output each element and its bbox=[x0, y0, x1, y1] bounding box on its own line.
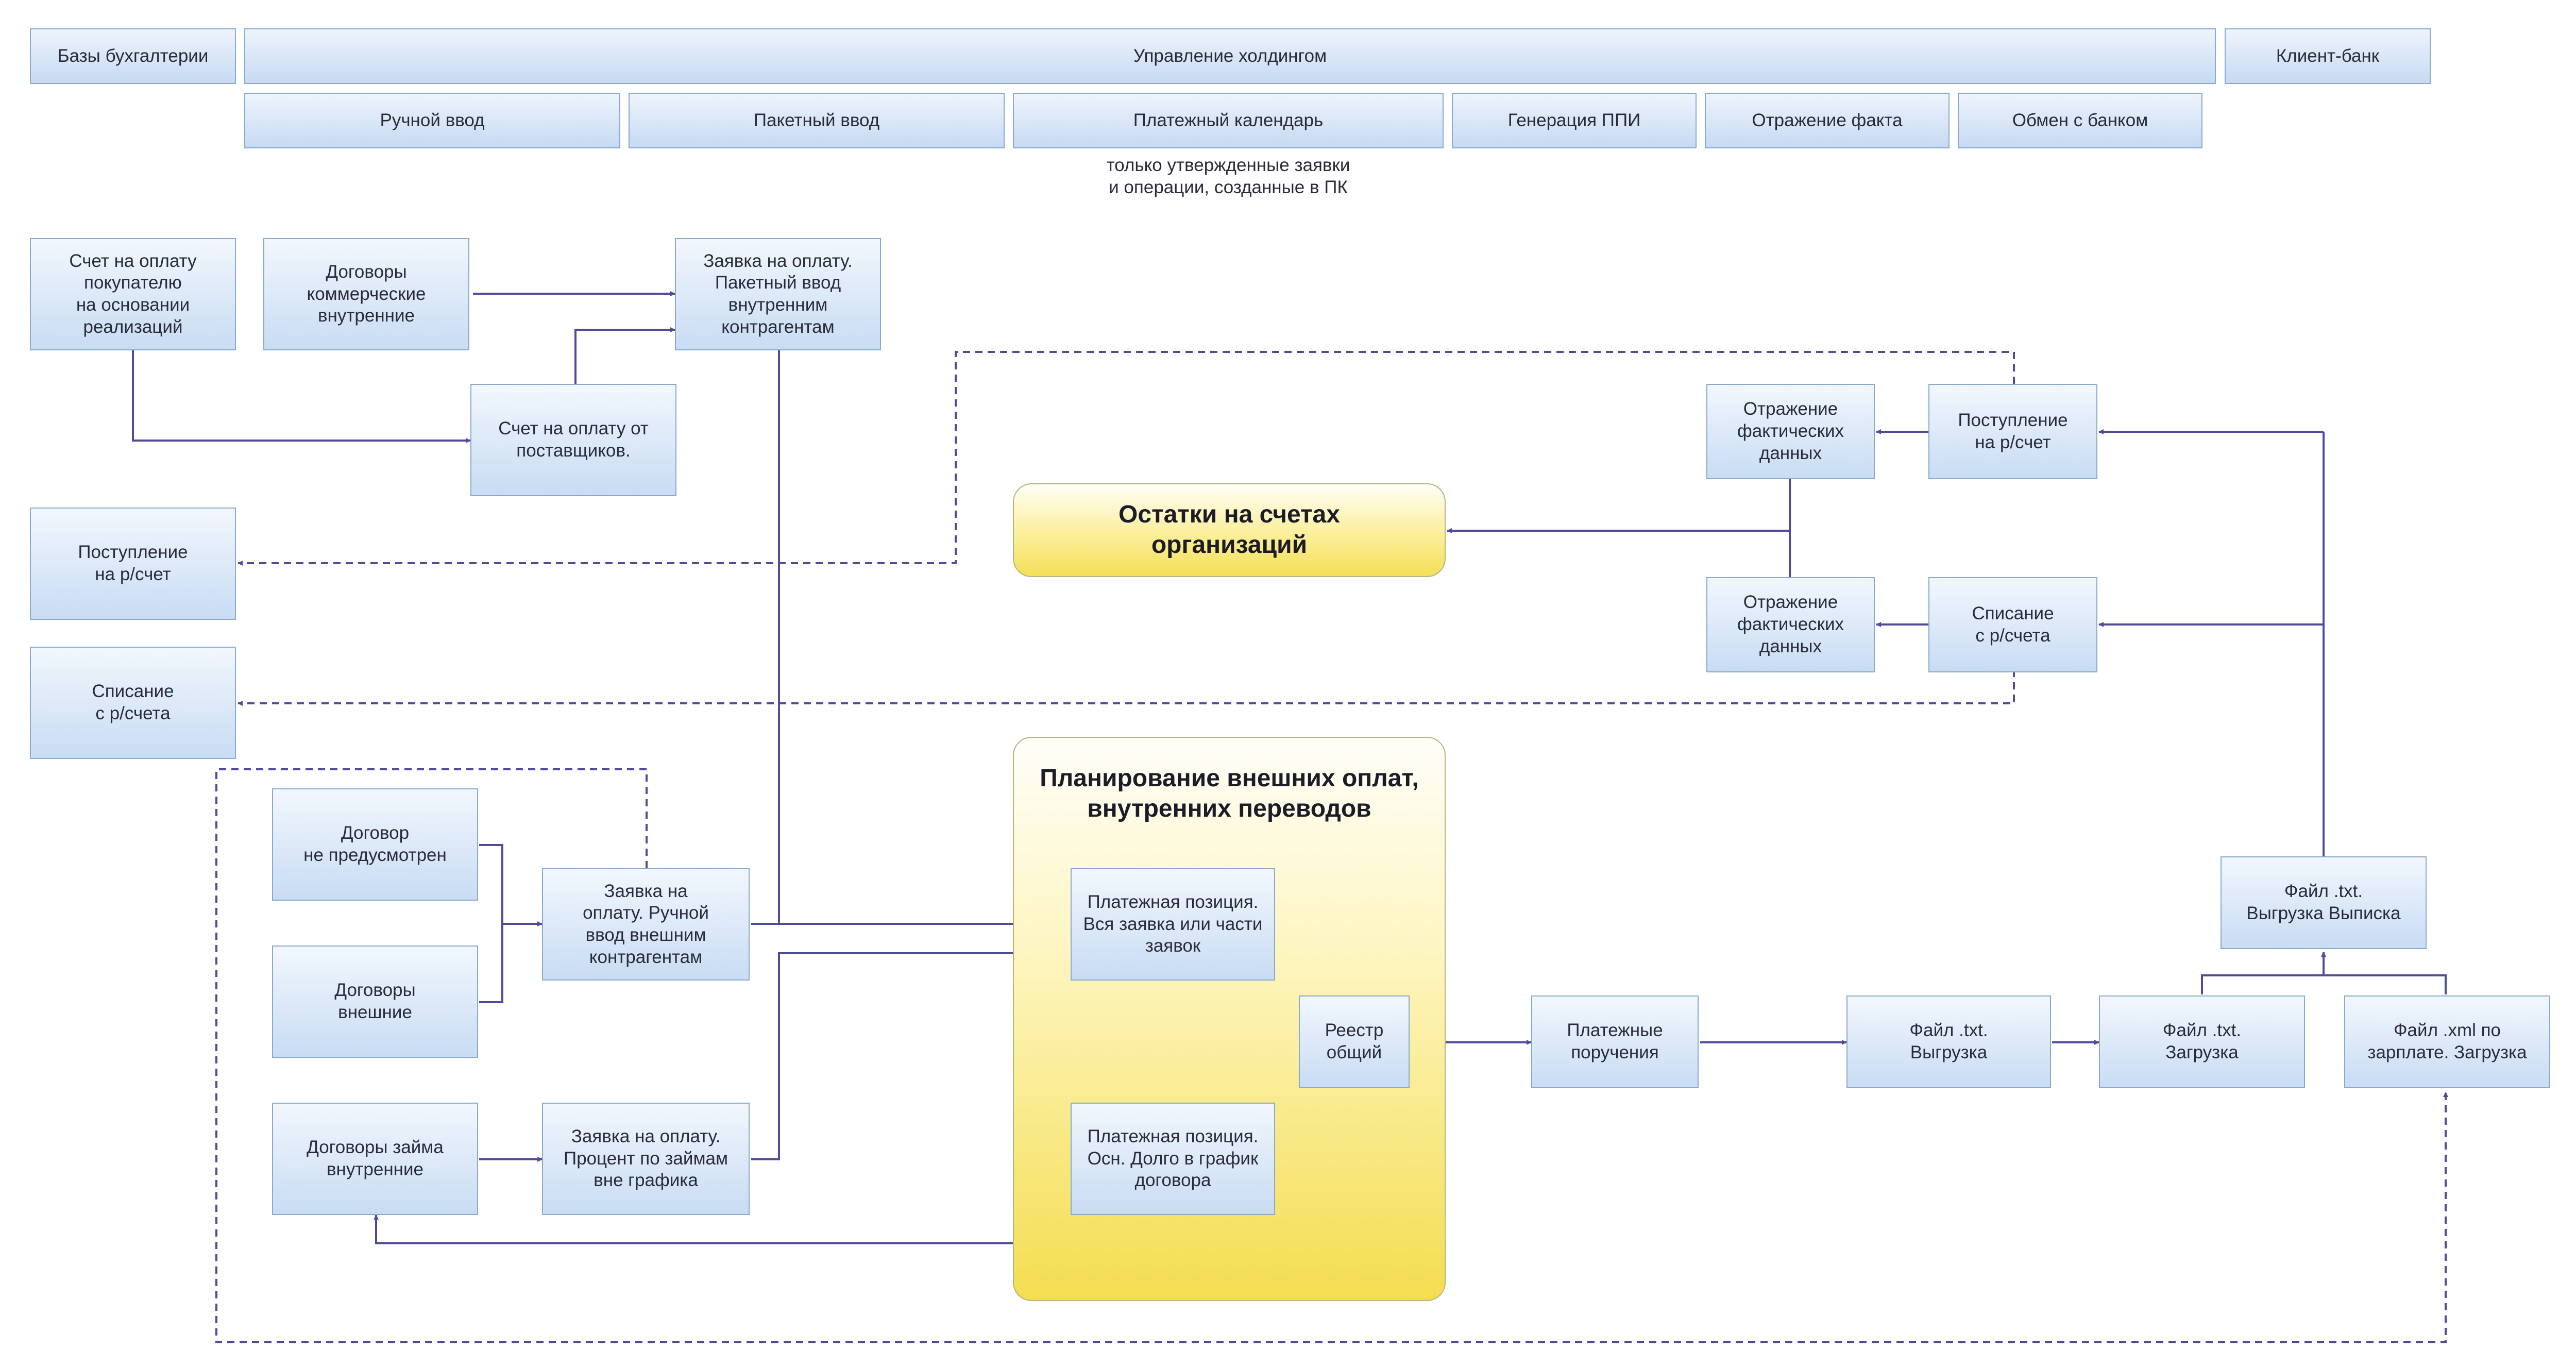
connector-supplier-invoice-to-batch-request bbox=[574, 327, 675, 384]
payment-position-loan-box[interactable]: Платежная позиция. Осн. Долго в график д… bbox=[1071, 1103, 1275, 1215]
receipt-account-left-box[interactable]: Поступление на р/счет bbox=[30, 508, 236, 620]
xml-salary-load-box[interactable]: Файл .xml по зарплате. Загрузка bbox=[2344, 995, 2550, 1088]
planning-title: Планирование внешних оплат, внутренних п… bbox=[1040, 765, 1419, 822]
receipt-account-right-box[interactable]: Поступление на р/счет bbox=[1928, 384, 2097, 479]
registry-general-box[interactable]: Реестр общий bbox=[1299, 995, 1410, 1088]
writeoff-account-left-box[interactable]: Списание с р/счета bbox=[30, 647, 236, 759]
txt-upload-box[interactable]: Файл .txt. Выгрузка bbox=[1846, 995, 2051, 1088]
payment-position-full-box[interactable]: Платежная позиция. Вся заявка или части … bbox=[1071, 868, 1275, 981]
txt-statement-box[interactable]: Файл .txt. Выгрузка Выписка bbox=[2221, 856, 2427, 949]
connector-external-contracts-to-manual-request bbox=[479, 924, 503, 1003]
dashed-receipt-right-to-receipt-left bbox=[238, 351, 2015, 566]
internal-commercial-contracts-box[interactable]: Договоры коммерческие внутренние bbox=[263, 238, 469, 350]
manual-request-external-box[interactable]: Заявка на оплату. Ручной ввод внешним ко… bbox=[542, 868, 750, 981]
invoice-to-buyer-box[interactable]: Счет на оплату покупателю на основании р… bbox=[30, 238, 236, 350]
connector-interest-request-to-payment-position bbox=[751, 951, 1071, 1160]
tab-bank-exchange[interactable]: Обмен с банком bbox=[1958, 93, 2202, 148]
approved-requests-note: только утвержденные заявки и операции, с… bbox=[1106, 155, 1350, 197]
connector-txt-load-to-statement bbox=[2201, 974, 2447, 994]
dashed-writeoff-right-to-writeoff-left bbox=[238, 670, 2015, 706]
payment-orders-box[interactable]: Платежные поручения bbox=[1531, 995, 1699, 1088]
loan-interest-request-box[interactable]: Заявка на оплату. Процент по займам вне … bbox=[542, 1103, 750, 1215]
tab-fact-reflection[interactable]: Отражение факта bbox=[1705, 93, 1950, 148]
batch-request-internal-box[interactable]: Заявка на оплату. Пакетный ввод внутренн… bbox=[675, 238, 881, 350]
no-contract-box[interactable]: Договор не предусмотрен bbox=[272, 788, 478, 901]
tab-manual-input[interactable]: Ручной ввод bbox=[244, 93, 620, 148]
supplier-invoice-box[interactable]: Счет на оплату от поставщиков. bbox=[470, 384, 676, 496]
tab-payment-calendar[interactable]: Платежный календарь bbox=[1013, 93, 1444, 148]
connector-no-contract-to-manual-request bbox=[479, 844, 543, 926]
txt-load-box[interactable]: Файл .txt. Загрузка bbox=[2099, 995, 2305, 1088]
reflection-actual-data-bottom-box[interactable]: Отражение фактических данных bbox=[1706, 577, 1875, 672]
writeoff-account-right-box[interactable]: Списание с р/счета bbox=[1928, 577, 2097, 672]
tab-holding-management[interactable]: Управление холдингом bbox=[244, 28, 2216, 84]
tab-batch-input[interactable]: Пакетный ввод bbox=[629, 93, 1005, 148]
tab-accounting-bases[interactable]: Базы бухгалтерии bbox=[30, 28, 236, 84]
organization-balances-box[interactable]: Остатки на счетах организаций bbox=[1013, 483, 1446, 577]
connector-invoice-to-supplier-invoice bbox=[132, 350, 471, 443]
internal-loan-contracts-box[interactable]: Договоры займа внутренние bbox=[272, 1103, 478, 1215]
external-contracts-box[interactable]: Договоры внешние bbox=[272, 945, 478, 1058]
tab-ppi-generation[interactable]: Генерация ППИ bbox=[1452, 93, 1697, 148]
tab-client-bank[interactable]: Клиент-банк bbox=[2225, 28, 2431, 84]
reflection-actual-data-top-box[interactable]: Отражение фактических данных bbox=[1706, 384, 1875, 479]
